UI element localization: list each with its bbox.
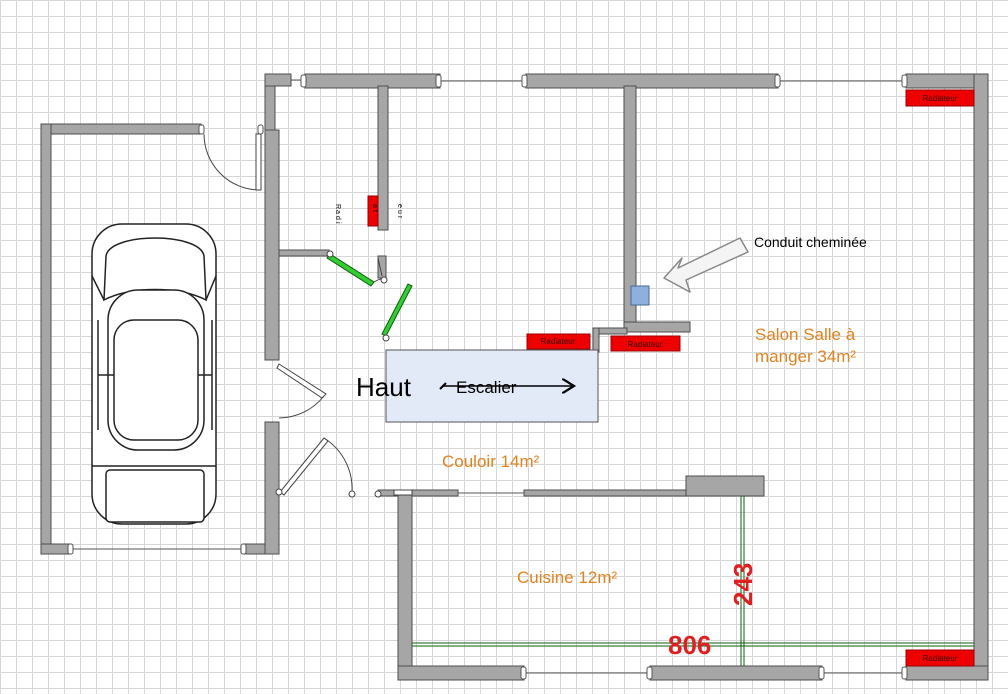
stairs-arrow-tail [439, 382, 447, 390]
kitchen-wall-top-left [377, 489, 459, 497]
partition-small-room [377, 85, 389, 231]
radiator-bottom-right: Radiateur [905, 649, 975, 667]
vertical-radiator-label: Radiateur [334, 204, 403, 224]
cuisine-label: Cuisine 12m² [517, 568, 617, 587]
salon-label-line1: Salon Salle à [755, 325, 856, 344]
hinges [275, 250, 390, 498]
wall-thin-left-stub [278, 249, 330, 257]
vertical-radiator-letter: d [334, 216, 341, 220]
dimension-lines [412, 496, 974, 666]
kitchen-door-swing [323, 437, 353, 493]
kitchen-door-frame [393, 489, 413, 496]
hall-door-leaf [276, 363, 327, 399]
svg-text:Radiateur: Radiateur [923, 94, 958, 103]
dimension-height-label: 243 [728, 563, 758, 606]
right-wall [973, 73, 989, 681]
stairs-label: Escalier [456, 378, 517, 397]
dimension-width-label: 806 [668, 630, 711, 660]
left-wall-lower [264, 421, 280, 555]
vertical-radiator-letter: R [334, 204, 341, 209]
doors [203, 133, 385, 496]
vertical-radiator-letter: t [371, 210, 378, 212]
salon-label-line2: manger 34m² [755, 347, 856, 366]
top-wall-1 [304, 73, 441, 89]
bottom-wall-3 [905, 665, 989, 681]
green-door-2 [381, 283, 413, 337]
kitchen-wall-top-right [523, 489, 691, 497]
windows [71, 79, 906, 674]
vertical-radiator-letter: u [396, 210, 403, 214]
partition-salon-foot [623, 321, 691, 333]
garage-door-swing [203, 133, 261, 191]
vertical-radiator-letter: i [334, 222, 341, 224]
door-leaves-green [326, 253, 413, 337]
chimney-duct [630, 285, 650, 306]
car-trunk [105, 469, 205, 523]
bottom-wall-2 [649, 665, 823, 681]
hall-door-swing [278, 395, 325, 419]
svg-text:Radiateur: Radiateur [541, 337, 576, 346]
couloir-label: Couloir 14m² [442, 452, 540, 471]
car [91, 223, 217, 525]
svg-text:Radiateur: Radiateur [628, 340, 663, 349]
left-wall-upper [264, 129, 280, 361]
green-door-1 [326, 253, 375, 287]
radiators: Radiateur Radiateur Radiateur Radiateur … [334, 89, 975, 667]
top-wall-2 [525, 73, 779, 89]
vertical-radiator-letter: e [396, 204, 403, 208]
kitchen-door-leaf [279, 437, 329, 496]
stairs-up-label: Haut [356, 372, 412, 402]
bottom-wall-1 [397, 665, 525, 681]
chimney-label: Conduit cheminée [754, 234, 867, 250]
radiator-stair-left: Radiateur [526, 333, 591, 350]
radiator-top-right: Radiateur [905, 89, 975, 107]
chimney-arrow-icon [663, 237, 749, 293]
garage-door-leaf [255, 133, 262, 191]
radiator-vertical: Radiateur [334, 195, 403, 227]
partition-stair-thin-v [592, 327, 600, 353]
vertical-radiator-letter: a [334, 210, 341, 214]
window-caps [67, 74, 908, 680]
door-arc-green [377, 257, 383, 277]
car-roof [113, 319, 199, 441]
kitchen-wall-left [397, 491, 413, 681]
radiator-stair-right: Radiateur [610, 335, 681, 352]
walls [40, 73, 989, 681]
garage-wall-top [40, 123, 202, 135]
left-wall-top-cap [264, 73, 292, 87]
garage-wall-left [40, 123, 52, 555]
vertical-radiator-letter: r [396, 216, 403, 219]
garage-wall-bottom-left [40, 543, 72, 555]
vertical-radiator-letter: a [371, 204, 378, 208]
kitchen-wall-block [685, 475, 765, 497]
svg-text:Radiateur: Radiateur [923, 654, 958, 663]
